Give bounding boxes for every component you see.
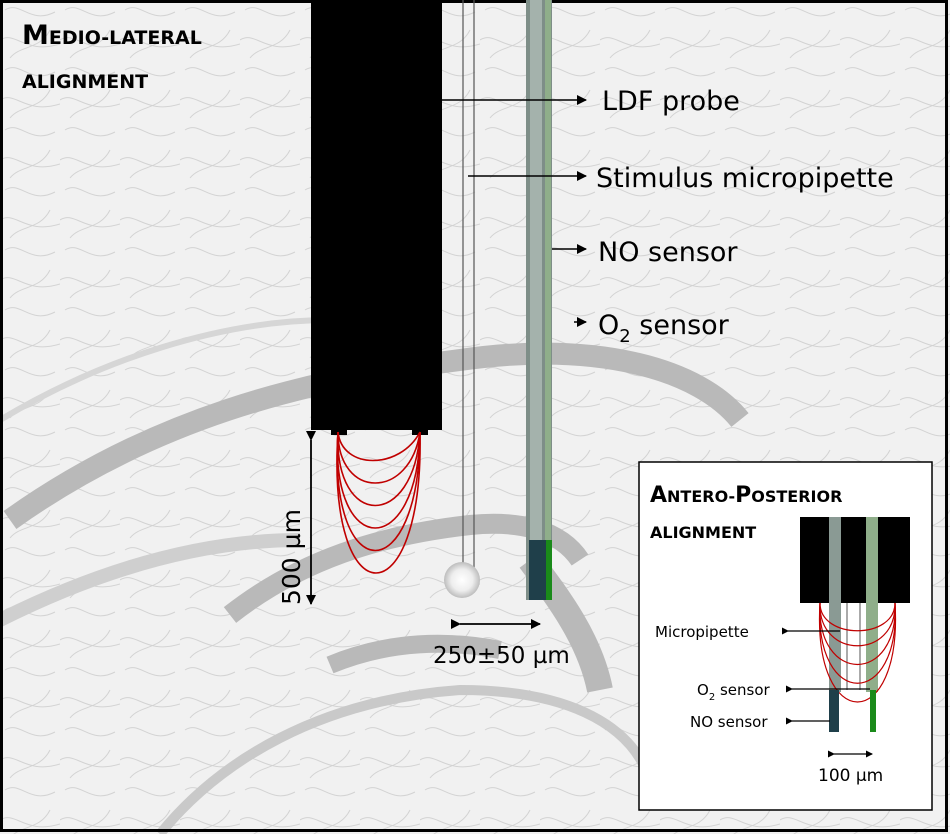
stimulus-site: [444, 562, 480, 598]
inset-title-line2: ALIGNMENT: [650, 523, 756, 542]
inset-spacing-label: 100 µm: [818, 766, 883, 786]
inset-sensor-right: [866, 517, 878, 692]
ldf-field-lines: [336, 431, 421, 574]
inset-panel: ANTERO-POSTERIOR ALIGNMENT Micropipette …: [638, 461, 933, 811]
o2-sensor-tip: [529, 540, 546, 600]
inset-label-micropipette: Micropipette: [655, 623, 749, 641]
no-sensor-tip: [546, 540, 552, 600]
label-stimulus-micropipette: Stimulus micropipette: [596, 163, 894, 194]
ldf-probe: [311, 0, 442, 430]
inset-title-line1: ANTERO-POSTERIOR: [650, 483, 842, 508]
callout-arrows: [442, 95, 587, 327]
ldf-probe-fiber-left: [331, 428, 347, 435]
label-ldf-probe: LDF probe: [602, 86, 740, 117]
panel-title-line1: MEDIO-LATERAL: [22, 20, 202, 51]
label-no-sensor: NO sensor: [598, 237, 738, 268]
panel-title-line2: ALIGNMENT: [22, 71, 148, 93]
inset-sensor-left: [829, 517, 841, 692]
label-o2-sensor: O2 sensor: [598, 310, 730, 347]
inset-probe: [800, 517, 910, 603]
inset-no-tip: [870, 690, 876, 732]
inset-o2-tip: [829, 690, 839, 732]
depth-scale-label: 500 µm: [277, 509, 306, 605]
ldf-probe-fiber-right: [412, 428, 428, 435]
spacing-scale-label: 250±50 µm: [433, 643, 570, 669]
sensor-assembly: [526, 0, 552, 600]
inset-label-o2-sensor: O2 sensor: [697, 681, 770, 703]
inset-field-lines: [818, 602, 897, 703]
inset-label-no-sensor: NO sensor: [690, 713, 768, 731]
